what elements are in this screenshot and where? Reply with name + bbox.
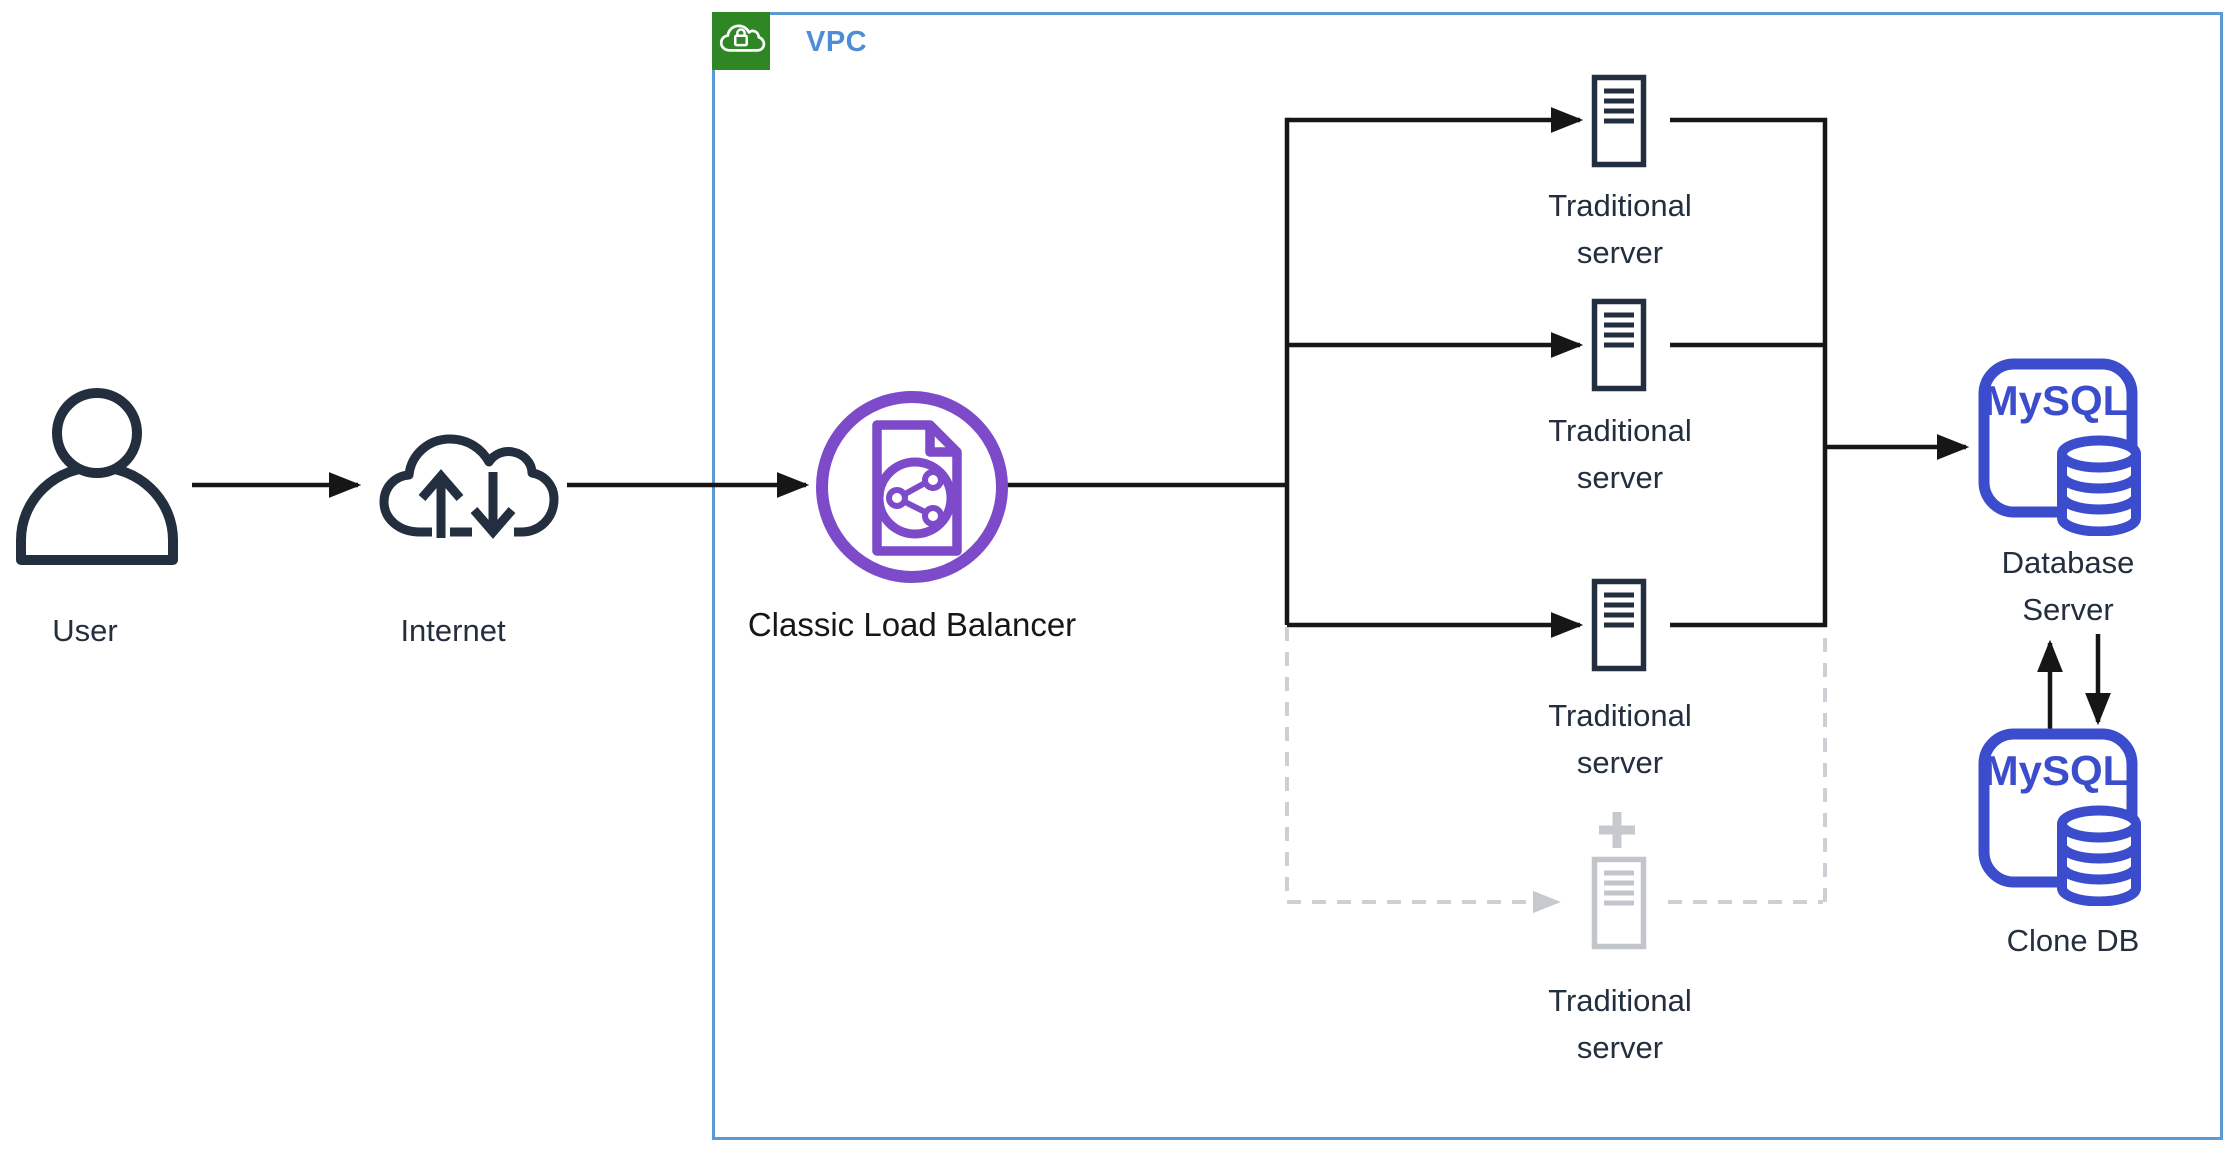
mysql-logo-text: MySQL — [1984, 377, 2129, 424]
server-icon-2 — [1591, 298, 1647, 392]
internet-label: Internet — [400, 613, 506, 648]
person-icon — [16, 388, 178, 565]
mysql-logo-text: MySQL — [1984, 747, 2129, 794]
server-label-2: Traditional server — [1548, 413, 1692, 495]
up-arrow-head — [418, 469, 464, 501]
server-icon-1 — [1591, 74, 1647, 168]
vpc-icon — [712, 12, 770, 70]
vpc-label: VPC — [806, 26, 868, 58]
vpc-cloud-lock-icon — [719, 24, 766, 52]
server-icon-4 — [1591, 856, 1647, 950]
clone-db-label: Clone DB — [2006, 923, 2140, 958]
server-label-1: Traditional server — [1548, 188, 1692, 270]
plus-icon — [1599, 812, 1635, 848]
server-icon-3 — [1591, 578, 1647, 672]
load-balancer-label: Classic Load Balancer — [747, 606, 1077, 643]
vpc-boundary — [712, 12, 2223, 1140]
down-arrow-head — [470, 507, 516, 539]
mysql-database-icon: MySQL — [1978, 358, 2141, 536]
server-label-4: Traditional server — [1548, 983, 1692, 1065]
cloud-up-down-arrows-icon — [379, 434, 559, 546]
mysql-clone-icon: MySQL — [1978, 728, 2141, 906]
server-label-3: Traditional server — [1548, 698, 1692, 780]
database-server-label: Database Server — [2001, 545, 2135, 627]
user-label: User — [52, 613, 118, 648]
classic-load-balancer-icon — [816, 391, 1008, 583]
